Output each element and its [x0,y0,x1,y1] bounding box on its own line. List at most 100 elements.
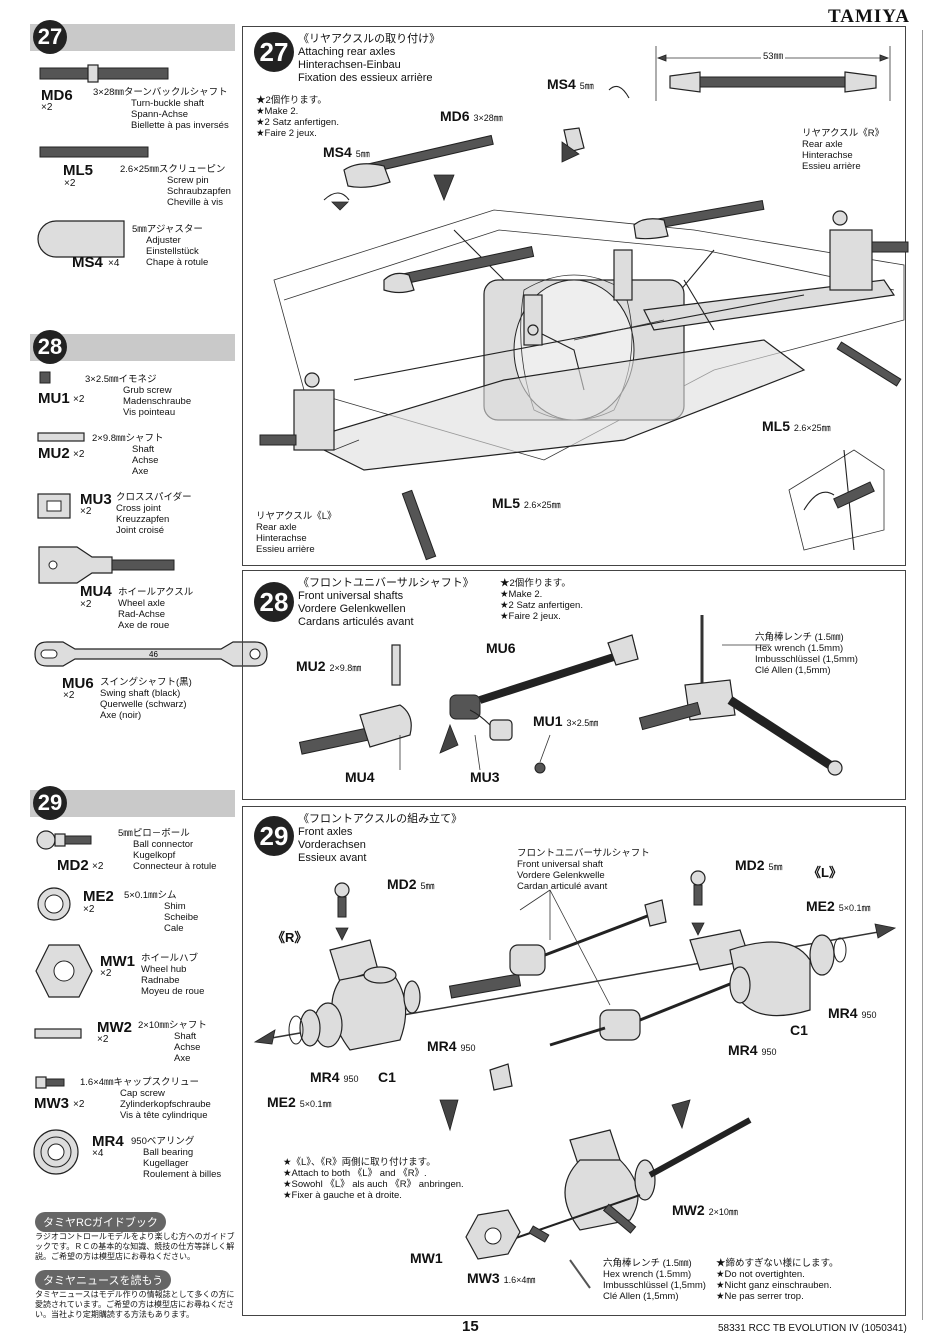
panel29-step-number: 29 [254,816,294,856]
panel28-make2-note: ★2個作ります。★Make 2.★2 Satz anfertigen.★Fair… [500,578,583,622]
mr4-qty: ×4 [92,1148,104,1159]
mu6-qty: ×2 [63,690,75,701]
mu2-desc: 2×9.8㎜シャフト Shaft Achse Axe [92,433,164,477]
mu1-code: MU1 [38,390,70,407]
panel29-mw2-label: MW2 2×10㎜ [672,1202,738,1218]
panel29-attach-both-note: ★《L》、《R》両側に取り付けます。★Attach to both 《L》 an… [283,1157,464,1201]
mu1-qty: ×2 [73,394,85,405]
md6-qty: ×2 [41,102,53,113]
side-r-label: 《R》 [272,930,308,945]
mw1-qty: ×2 [100,968,112,979]
mu6-part-drawing: 46 [34,641,268,667]
page-edge-line [922,30,923,1320]
md6-code: MD6 [41,87,73,104]
panel27-ms4-left-label: MS4 5㎜ [323,144,370,160]
panel28-mu3-label: MU3 [470,769,500,785]
panel29-mr4-left-label: MR4 950 [310,1069,359,1085]
panel27-step-number: 27 [254,32,294,72]
mw3-code: MW3 [34,1095,69,1112]
panel28-mu4-label: MU4 [345,769,375,785]
mw3-part-drawing [35,1076,65,1089]
panel-step27 [242,26,906,566]
mu3-qty: ×2 [80,506,92,517]
md2-part-drawing [36,830,92,850]
page-number: 15 [462,1318,479,1335]
mw3-qty: ×2 [73,1099,85,1110]
panel27-ml5-bottom-label: ML5 2.6×25㎜ [492,495,561,511]
mu4-code: MU4 [80,583,112,600]
mu4-qty: ×2 [80,599,92,610]
panel29-md2-right-label: MD2 5㎜ [735,857,783,873]
mw2-desc: 2×10㎜シャフト Shaft Achse Axe [138,1020,207,1064]
ml5-part-drawing [39,146,149,158]
rear-chassis-drawing [259,85,909,561]
panel29-me2-right-label: ME2 5×0.1㎜ [806,898,871,914]
step29-number: 29 [33,786,67,820]
panel29-mw3-label: MW3 1.6×4㎜ [467,1270,536,1286]
me2-desc: 5×0.1㎜シム Shim Scheibe Cale [124,890,199,934]
panel27-ml5-right-label: ML5 2.6×25㎜ [762,418,831,434]
panel27-md6-label: MD6 3×28㎜ [440,108,503,124]
panel-step28 [242,570,906,800]
panel29-mr4-mid-label: MR4 950 [427,1038,476,1054]
panel29-md2-left-label: MD2 5㎜ [387,876,435,892]
ms4-desc: 5㎜アジャスター Adjuster Einstellstück Chape à … [132,224,209,268]
panel28-mu6-label: MU6 [486,640,516,656]
panel29-me2-left-label: ME2 5×0.1㎜ [267,1094,332,1110]
mw1-desc: ホイールハブ Wheel hub Radnabe Moyeu de roue [141,953,205,997]
mu6-marking: 46 [149,650,158,659]
me2-part-drawing [37,887,71,921]
mu1-part-drawing [39,371,51,384]
step28-number: 28 [33,330,67,364]
mu2-part-drawing [37,432,85,442]
panel29-c1-left-label: C1 [378,1069,396,1085]
guide-book-title: タミヤRCガイドブック [35,1212,166,1232]
panel29-overtighten-note: ★締めすぎない様にします。★Do not overtighten.★Nicht … [716,1258,839,1302]
mu2-qty: ×2 [73,449,85,460]
step27-number: 27 [33,20,67,54]
mu6-code: MU6 [62,675,94,692]
panel28-wrench-caption: 六角棒レンチ (1.5㎜)Hex wrench (1.5mm)Imbusschl… [755,632,858,676]
news-text: タミヤニュースはモデル作りの情報誌として多くの方に愛読されています。ご希望の方は… [35,1290,235,1319]
ml5-desc: 2.6×25㎜スクリューピン Screw pin Schraubzapfen C… [120,164,231,208]
mr4-code: MR4 [92,1133,124,1150]
mu3-desc: クロススパイダー Cross joint Kreuzzapfen Joint c… [116,492,192,536]
mw3-desc: 1.6×4㎜キャップスクリュー Cap screw Zylinderkopfsc… [80,1077,211,1121]
turnbuckle-dimension-drawing [655,46,891,101]
mu2-code: MU2 [38,445,70,462]
mu4-desc: ホイールアクスル Wheel axle Rad-Achse Axe de rou… [118,587,194,631]
ml5-qty: ×2 [64,178,76,189]
me2-code: ME2 [83,888,114,905]
md6-desc: 3×28㎜ターンバックルシャフト Turn-buckle shaft Spann… [93,87,229,131]
mw1-part-drawing [35,944,93,998]
mw2-qty: ×2 [97,1034,109,1045]
panel29-wrench-caption: 六角棒レンチ (1.5㎜)Hex wrench (1.5mm)Imbusschl… [603,1258,706,1302]
panel28-mu2-label: MU2 2×9.8㎜ [296,658,362,674]
news-title: タミヤニュースを読もう [35,1270,172,1290]
panel28-step-number: 28 [254,582,294,622]
md2-desc: 5㎜ピロ－ボール Ball connector Kugelkopf Connec… [118,828,217,872]
panel27-make2-note: ★2個作ります。★Make 2.★2 Satz anfertigen.★Fair… [256,95,339,139]
mu4-part-drawing [38,546,175,584]
mr4-part-drawing [33,1129,79,1175]
panel29-mr4-right-label: MR4 950 [828,1005,877,1021]
me2-qty: ×2 [83,904,95,915]
guide-book-text: ラジオコントロールモデルをより楽しむ方へのガイドブックです。ＲＣの基本的な知識、… [35,1232,235,1261]
md2-code: MD2 [57,857,89,874]
panel29-mw1-label: MW1 [410,1250,443,1266]
mw2-code: MW2 [97,1019,132,1036]
side-l-label: 《L》 [808,865,842,880]
mu3-part-drawing [37,493,71,519]
mr4-desc: 950ベアリング Ball bearing Kugellager Rouleme… [131,1136,222,1180]
md6-part-drawing [39,64,169,83]
panel-step29 [242,806,906,1316]
mu6-desc: スイングシャフト(黒) Swing shaft (black) Querwell… [100,677,192,721]
mw2-part-drawing [34,1028,82,1039]
mu1-desc: 3×2.5㎜イモネジ Grub screw Madenschraube Vis … [85,374,192,418]
